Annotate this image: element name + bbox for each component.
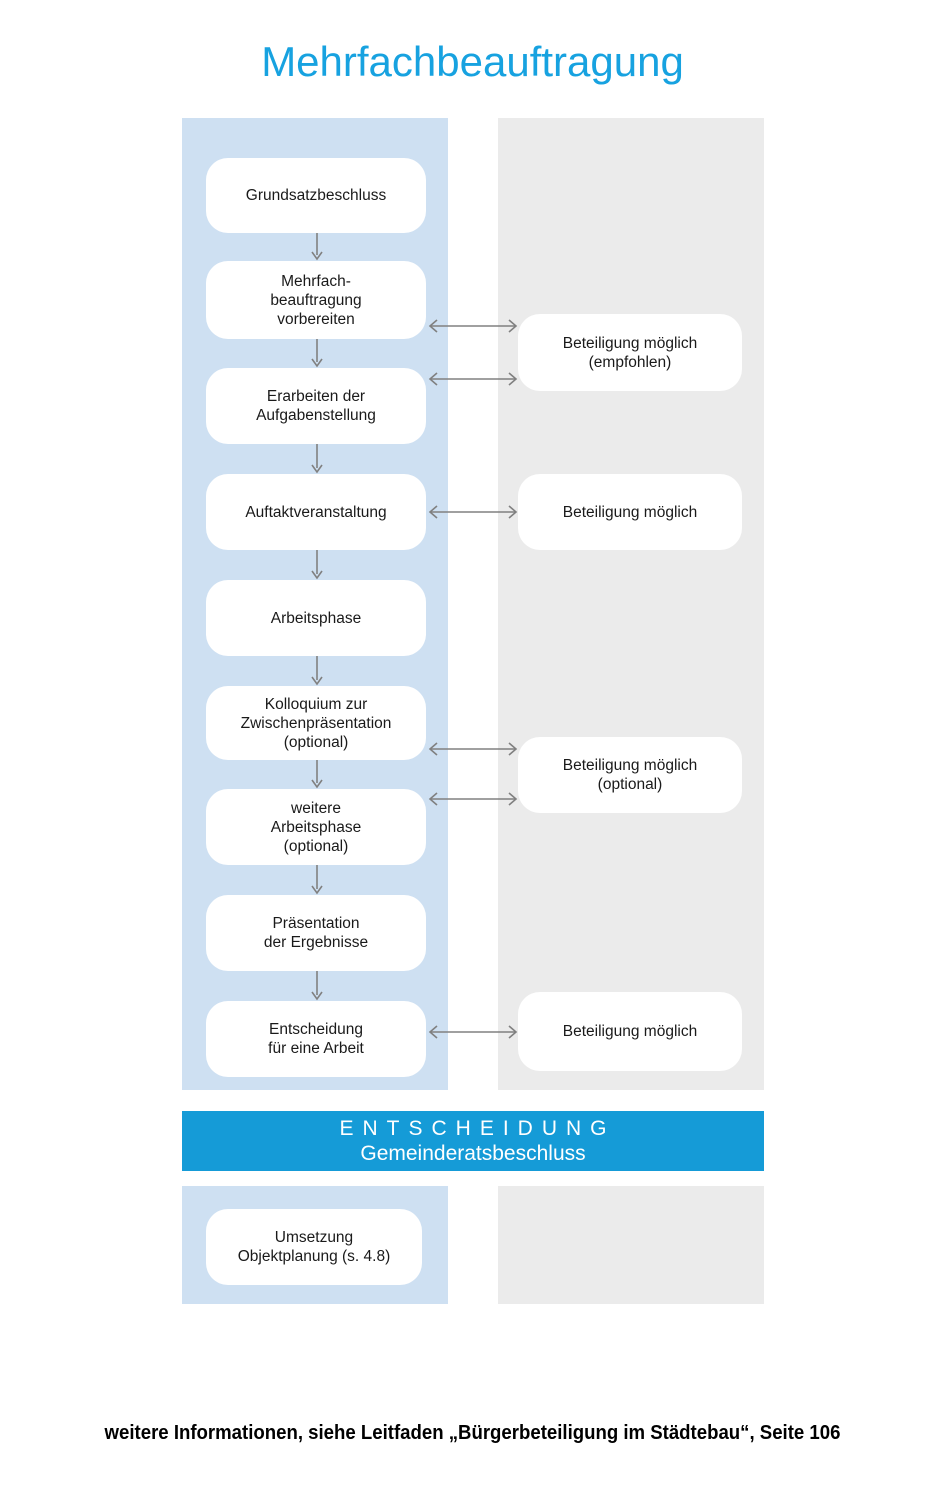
flow-arrow-down-icon bbox=[310, 865, 324, 895]
link-arrow-bidirectional-icon bbox=[426, 791, 520, 807]
participation-node-beteiligung-auftakt[interactable]: Beteiligung möglich bbox=[518, 474, 742, 550]
decision-banner-headline: ENTSCHEIDUNG bbox=[339, 1117, 616, 1140]
footer-note: weitere Informationen, siehe Leitfaden „… bbox=[104, 1422, 841, 1444]
link-arrow-bidirectional-icon bbox=[426, 1024, 520, 1040]
process-node-weitere-arbeitsphase[interactable]: weitere Arbeitsphase (optional) bbox=[206, 789, 426, 865]
decision-banner: ENTSCHEIDUNG Gemeinderatsbeschluss bbox=[182, 1111, 764, 1171]
flow-arrow-down-icon bbox=[310, 339, 324, 368]
flow-arrow-down-icon bbox=[310, 550, 324, 580]
decision-banner-subline: Gemeinderatsbeschluss bbox=[360, 1142, 586, 1165]
flow-arrow-down-icon bbox=[310, 444, 324, 474]
link-arrow-bidirectional-icon bbox=[426, 741, 520, 757]
process-node-auftaktveranstaltung[interactable]: Auftaktveranstaltung bbox=[206, 474, 426, 550]
participation-node-beteiligung-entscheidung[interactable]: Beteiligung möglich bbox=[518, 992, 742, 1071]
process-node-arbeitsphase[interactable]: Arbeitsphase bbox=[206, 580, 426, 656]
participation-column-background bbox=[498, 118, 764, 1090]
process-node-entscheidung-fuer-arbeit[interactable]: Entscheidung für eine Arbeit bbox=[206, 1001, 426, 1077]
implementation-participation-background bbox=[498, 1186, 764, 1304]
flow-arrow-down-icon bbox=[310, 233, 324, 261]
flow-arrow-down-icon bbox=[310, 656, 324, 686]
link-arrow-bidirectional-icon bbox=[426, 371, 520, 387]
page-title: Mehrfachbeauftragung bbox=[261, 38, 684, 85]
process-node-kolloquium-zwischenpraesentation[interactable]: Kolloquium zur Zwischenpräsentation (opt… bbox=[206, 686, 426, 760]
process-node-mehrfachbeauftragung-vorbereiten[interactable]: Mehrfach- beauftragung vorbereiten bbox=[206, 261, 426, 339]
implementation-node-umsetzung-objektplanung[interactable]: Umsetzung Objektplanung (s. 4.8) bbox=[206, 1209, 422, 1285]
link-arrow-bidirectional-icon bbox=[426, 504, 520, 520]
process-node-erarbeiten-aufgabenstellung[interactable]: Erarbeiten der Aufgabenstellung bbox=[206, 368, 426, 444]
process-node-praesentation-ergebnisse[interactable]: Präsentation der Ergebnisse bbox=[206, 895, 426, 971]
participation-node-beteiligung-empfohlen[interactable]: Beteiligung möglich (empfohlen) bbox=[518, 314, 742, 391]
link-arrow-bidirectional-icon bbox=[426, 318, 520, 334]
flow-arrow-down-icon bbox=[310, 760, 324, 789]
participation-node-beteiligung-optional[interactable]: Beteiligung möglich (optional) bbox=[518, 737, 742, 813]
flow-arrow-down-icon bbox=[310, 971, 324, 1001]
process-node-grundsatzbeschluss[interactable]: Grundsatzbeschluss bbox=[206, 158, 426, 233]
